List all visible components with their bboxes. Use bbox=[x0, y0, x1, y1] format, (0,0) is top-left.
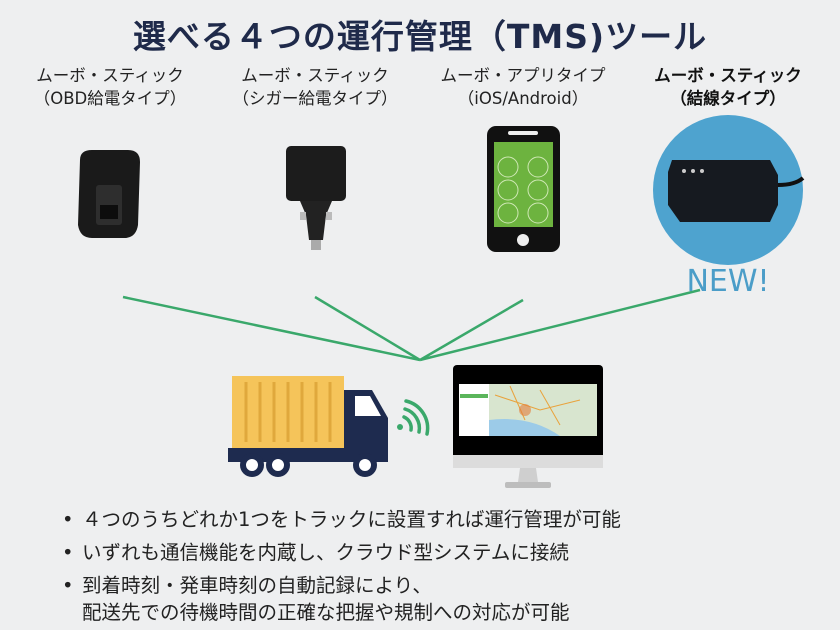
diagram-graphics bbox=[78, 115, 805, 488]
truck-icon bbox=[228, 376, 388, 477]
product-label-app: ムーボ・アプリタイプ （iOS/Android） bbox=[413, 64, 633, 110]
product-label-cigar: ムーボ・スティック （シガー給電タイプ） bbox=[205, 64, 425, 110]
connection-lines bbox=[122, 288, 701, 362]
product-name: ムーボ・スティック bbox=[654, 66, 802, 85]
list-item-continuation: 配送先での待機時間の正確な把握や規制への対応が可能 bbox=[82, 601, 570, 624]
bullet-icon: • bbox=[62, 574, 74, 597]
list-item: • いずれも通信機能を内蔵し、クラウド型システムに接続 bbox=[62, 536, 621, 569]
feature-list: • ４つのうちどれか1つをトラックに設置すれば運行管理が可能 • いずれも通信機… bbox=[62, 503, 621, 629]
product-name: ムーボ・スティック bbox=[241, 66, 389, 85]
product-label-wired: ムーボ・スティック （結線タイプ） bbox=[618, 64, 838, 110]
wifi-signal-icon bbox=[397, 399, 430, 436]
product-name: ムーボ・スティック bbox=[36, 66, 184, 85]
connection-line bbox=[122, 295, 421, 362]
new-badge: NEW! bbox=[686, 264, 770, 299]
list-item: • 到着時刻・発車時刻の自動記録により、 bbox=[62, 569, 621, 602]
smartphone-icon bbox=[487, 126, 560, 252]
product-type: （結線タイプ） bbox=[670, 89, 786, 108]
connection-line bbox=[419, 288, 701, 362]
product-label-obd: ムーボ・スティック （OBD給電タイプ） bbox=[0, 64, 220, 110]
product-type: （iOS/Android） bbox=[457, 89, 589, 108]
wired-device-icon bbox=[653, 115, 805, 265]
connection-line bbox=[419, 298, 524, 362]
page-title: 選べる４つの運行管理（TMS)ツール bbox=[132, 17, 708, 56]
product-name: ムーボ・アプリタイプ bbox=[440, 66, 606, 85]
product-type: （OBD給電タイプ） bbox=[33, 89, 187, 108]
bullet-icon: • bbox=[62, 508, 74, 531]
cigar-device-icon bbox=[286, 146, 346, 250]
list-item: • ４つのうちどれか1つをトラックに設置すれば運行管理が可能 bbox=[62, 503, 621, 536]
bullet-icon: • bbox=[62, 541, 74, 564]
list-item-text: ４つのうちどれか1つをトラックに設置すれば運行管理が可能 bbox=[82, 508, 621, 531]
list-item-text: いずれも通信機能を内蔵し、クラウド型システムに接続 bbox=[82, 541, 569, 564]
monitor-icon bbox=[453, 365, 603, 488]
connection-line bbox=[314, 295, 421, 362]
obd-device-icon bbox=[78, 150, 140, 238]
list-item-text: 到着時刻・発車時刻の自動記録により、 bbox=[82, 574, 432, 597]
product-type: （シガー給電タイプ） bbox=[232, 89, 398, 108]
